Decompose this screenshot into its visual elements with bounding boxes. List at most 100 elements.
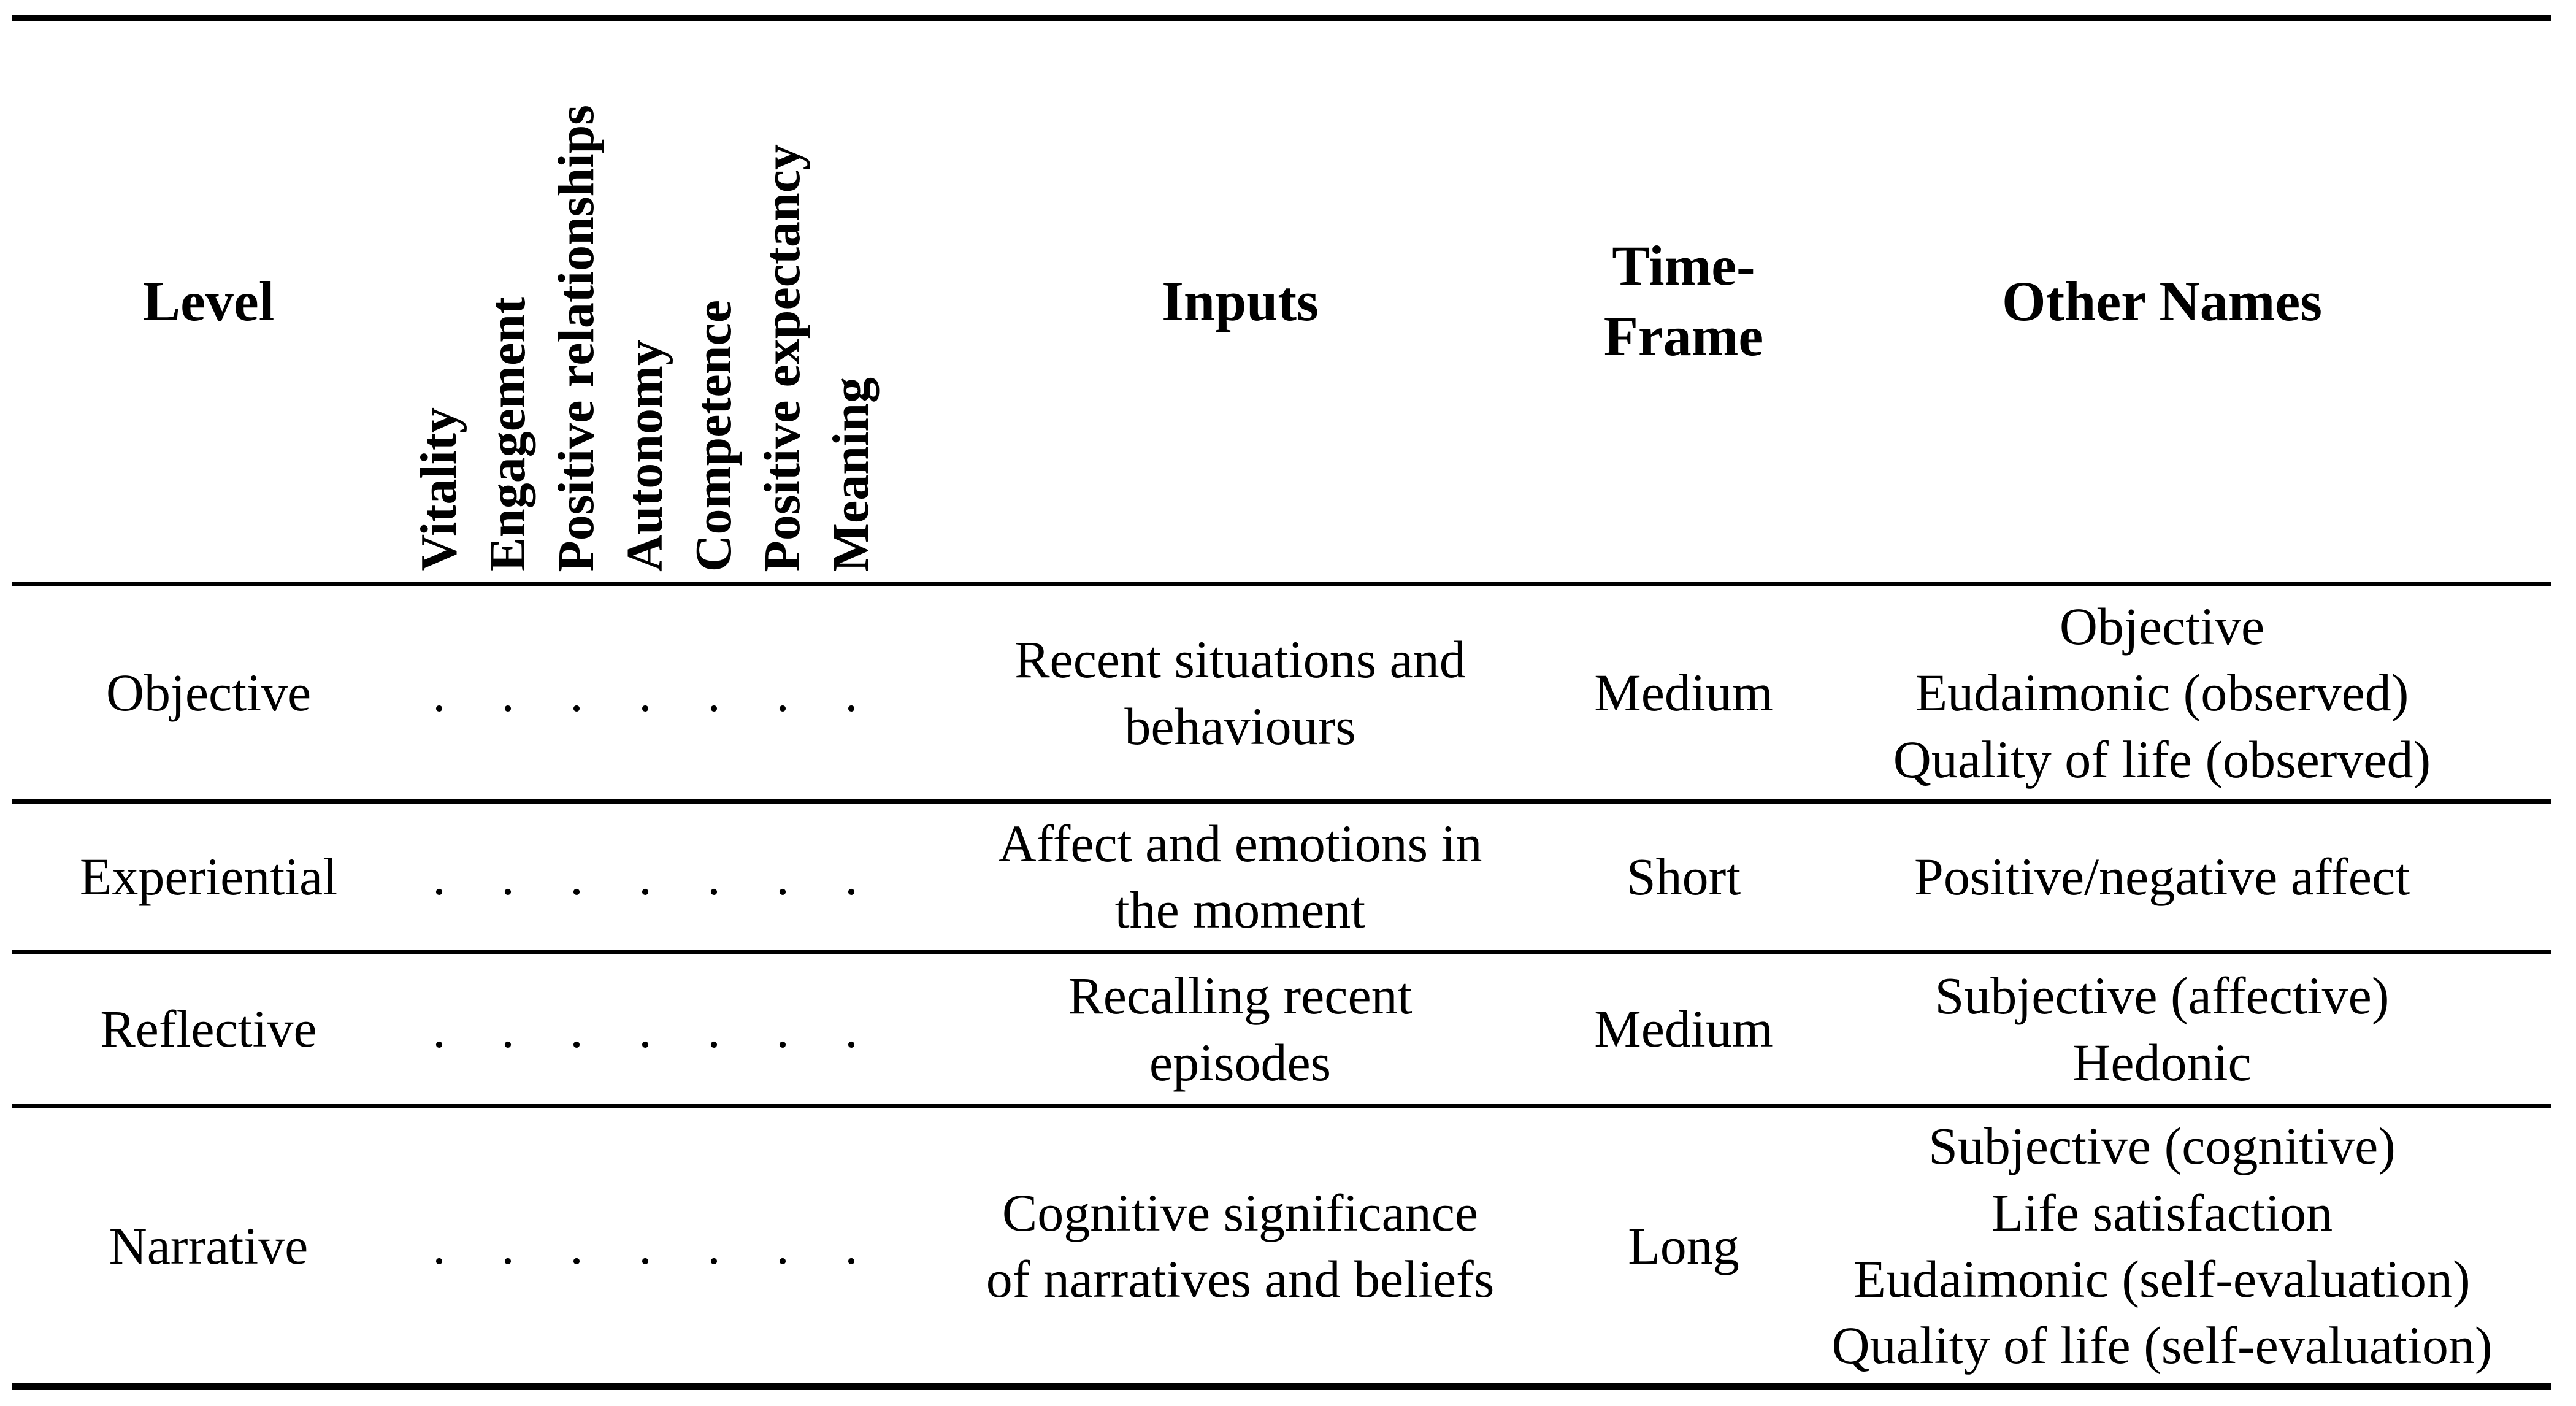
text-line: Subjective (cognitive) [1928, 1116, 2396, 1176]
col-header-timeframe: Time- Frame [1595, 21, 1773, 586]
col-header-positive-expectancy-label: Positive expectancy [754, 144, 811, 572]
col-header-engagement: Engagement [473, 21, 542, 586]
row-narrative-other-names-text: Subjective (cognitive) Life satisfaction… [1832, 1113, 2493, 1378]
text-line: of narratives and beliefs [986, 1250, 1495, 1308]
row-experiential-level-cell: Experiential [12, 804, 405, 954]
row-experiential-vitality-dot: . [405, 804, 473, 954]
row-experiential-timeframe-label: Short [1626, 847, 1741, 906]
row-experiential-competence-dot: . [680, 804, 748, 954]
text-line: Hedonic [2072, 1032, 2252, 1092]
dot-indicator: . [570, 847, 583, 906]
col-header-autonomy-label: Autonomy [616, 339, 673, 572]
row-objective-other-names-text: Objective Eudaimonic (observed) Quality … [1893, 593, 2431, 793]
row-objective-positive-expectancy-dot: . [748, 586, 817, 804]
dot-indicator: . [432, 1216, 446, 1275]
dot-indicator: . [845, 1216, 858, 1275]
row-narrative-level-cell: Narrative [12, 1108, 405, 1383]
row-narrative-vitality-dot: . [405, 1108, 473, 1383]
col-header-timeframe-line1: Time- [1612, 234, 1755, 297]
row-narrative-timeframe-label: Long [1628, 1216, 1739, 1275]
dot-indicator: . [432, 847, 446, 906]
col-header-positive-relationships: Positive relationships [542, 21, 611, 586]
row-narrative-autonomy-dot: . [611, 1108, 680, 1383]
row-objective-level-label: Objective [105, 663, 312, 723]
col-header-positive-relationships-label: Positive relationships [548, 104, 605, 572]
row-reflective-engagement-dot: . [473, 954, 542, 1108]
dot-indicator: . [570, 999, 583, 1059]
dot-indicator: . [570, 1216, 583, 1275]
dot-indicator: . [776, 847, 789, 906]
text-line: Cognitive significance [1002, 1183, 1479, 1242]
dot-indicator: . [707, 847, 721, 906]
dot-indicator: . [845, 663, 858, 723]
dot-indicator: . [638, 663, 652, 723]
dot-indicator: . [845, 999, 858, 1059]
row-experiential-inputs-text: Affect and emotions in the moment [999, 810, 1482, 943]
dot-indicator: . [638, 999, 652, 1059]
dot-indicator: . [638, 1216, 652, 1275]
row-experiential-level-label: Experiential [79, 847, 338, 906]
col-header-inputs: Inputs [886, 21, 1595, 586]
row-objective-inputs-text: Recent situations and behaviours [1014, 626, 1466, 759]
text-line: behaviours [1124, 696, 1356, 756]
row-experiential-meaning-dot: . [817, 804, 886, 954]
row-reflective-timeframe-label: Medium [1594, 999, 1773, 1059]
col-header-competence: Competence [680, 21, 748, 586]
col-header-level: Level [12, 21, 405, 586]
row-narrative-engagement-dot: . [473, 1108, 542, 1383]
row-experiential-timeframe-cell: Short [1595, 804, 1773, 954]
row-reflective-level-cell: Reflective [12, 954, 405, 1108]
col-header-other-names-label: Other Names [2001, 269, 2323, 332]
row-narrative-inputs-text: Cognitive significance of narratives and… [986, 1180, 1495, 1313]
text-line: Quality of life (self-evaluation) [1831, 1316, 2493, 1375]
row-experiential-inputs-cell: Affect and emotions in the moment [886, 804, 1595, 954]
dot-indicator: . [776, 999, 789, 1059]
row-experiential-other-names-cell: Positive/negative affect [1773, 804, 2551, 954]
dot-indicator: . [707, 1216, 721, 1275]
row-reflective-inputs-text: Recalling recent episodes [1068, 962, 1412, 1096]
row-narrative-positive-relationships-dot: . [542, 1108, 611, 1383]
col-header-autonomy: Autonomy [611, 21, 680, 586]
dot-indicator: . [501, 1216, 515, 1275]
row-objective-meaning-dot: . [817, 586, 886, 804]
row-objective-engagement-dot: . [473, 586, 542, 804]
col-header-vitality-label: Vitality [410, 407, 467, 572]
row-experiential-engagement-dot: . [473, 804, 542, 954]
row-reflective-vitality-dot: . [405, 954, 473, 1108]
row-objective-timeframe-label: Medium [1594, 663, 1773, 723]
dot-indicator: . [501, 847, 515, 906]
text-line: Eudaimonic (observed) [1915, 663, 2409, 723]
row-narrative-competence-dot: . [680, 1108, 748, 1383]
text-line: Recent situations and [1014, 630, 1466, 690]
dot-indicator: . [432, 663, 446, 723]
col-header-other-names: Other Names [1773, 21, 2551, 586]
dot-indicator: . [845, 847, 858, 906]
row-objective-other-names-cell: Objective Eudaimonic (observed) Quality … [1773, 586, 2551, 804]
text-line: Affect and emotions in [998, 813, 1482, 873]
row-objective-positive-relationships-dot: . [542, 586, 611, 804]
row-narrative-positive-expectancy-dot: . [748, 1108, 817, 1383]
row-objective-autonomy-dot: . [611, 586, 680, 804]
col-header-timeframe-line2: Frame [1603, 305, 1764, 367]
row-experiential-other-names-text: Positive/negative affect [1914, 843, 2410, 910]
row-reflective-inputs-cell: Recalling recent episodes [886, 954, 1595, 1108]
row-reflective-meaning-dot: . [817, 954, 886, 1108]
wellbeing-levels-table: Level Vitality Engagement Positive relat… [12, 15, 2551, 1390]
col-header-timeframe-label: Time- Frame [1604, 231, 1764, 372]
row-experiential-autonomy-dot: . [611, 804, 680, 954]
col-header-inputs-label: Inputs [1162, 269, 1319, 332]
row-reflective-timeframe-cell: Medium [1594, 954, 1773, 1108]
col-header-engagement-label: Engagement [479, 297, 536, 572]
col-header-meaning-label: Meaning [822, 377, 880, 572]
row-experiential-positive-expectancy-dot: . [748, 804, 817, 954]
text-line: Quality of life (observed) [1893, 729, 2431, 789]
text-line: Recalling recent [1068, 966, 1413, 1026]
dot-indicator: . [776, 1216, 789, 1275]
dot-indicator: . [638, 847, 652, 906]
row-experiential-positive-relationships-dot: . [542, 804, 611, 954]
col-header-competence-label: Competence [685, 299, 742, 572]
text-line: Positive/negative affect [1914, 847, 2410, 906]
text-line: Objective [2059, 596, 2265, 656]
row-objective-timeframe-cell: Medium [1594, 586, 1773, 804]
